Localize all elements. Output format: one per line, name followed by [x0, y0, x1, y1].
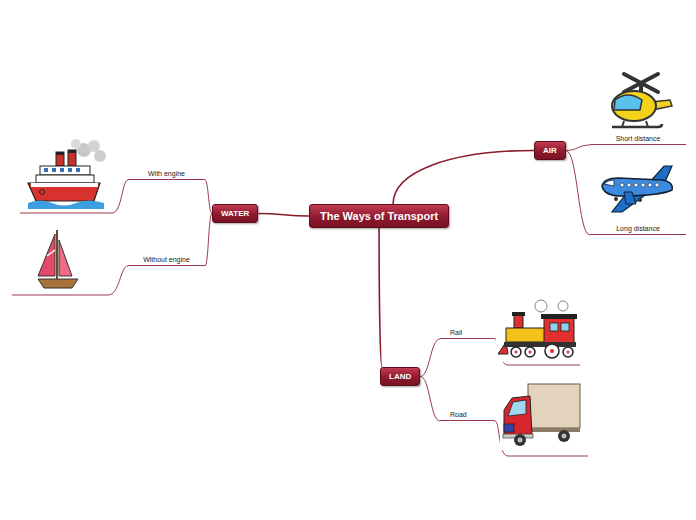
airplane-picture — [597, 157, 680, 222]
subtopic-label: Long distance — [590, 225, 686, 235]
train-picture — [496, 298, 579, 362]
central-topic: The Ways of Transport — [309, 204, 449, 228]
branch-line — [379, 228, 382, 367]
helicopter-picture — [597, 68, 680, 132]
subtopic-text: Road — [450, 411, 467, 418]
subtopic-text: Rail — [450, 329, 462, 336]
subtopic-text: Without engine — [143, 256, 190, 263]
subtopic-label: Road — [440, 411, 495, 421]
branch-line — [566, 151, 590, 236]
branch-line — [393, 151, 534, 205]
subtopic-text: Short distance — [616, 135, 661, 142]
subtopic-text: With engine — [148, 170, 185, 177]
truck-picture — [500, 380, 583, 450]
branch-line — [566, 145, 590, 151]
image-underlines — [12, 180, 588, 456]
topic-text: LAND — [389, 372, 411, 381]
subtopic-label: Without engine — [128, 256, 205, 266]
topic-text: WATER — [221, 209, 249, 218]
branch-line — [420, 377, 440, 422]
subtopic-label: Rail — [440, 329, 495, 339]
sailboat-picture — [16, 227, 99, 294]
topic-text: The Ways of Transport — [320, 210, 438, 222]
branch-line — [205, 214, 212, 267]
subtopic-label: Short distance — [590, 135, 686, 145]
branch-line — [420, 339, 440, 377]
branch-line — [258, 214, 309, 217]
main-topic: LAND — [380, 367, 420, 386]
branch-line — [205, 180, 212, 214]
subtopic-text: Long distance — [616, 225, 660, 232]
main-topic: AIR — [534, 141, 566, 160]
steamship-picture — [25, 135, 108, 212]
subtopic-label: With engine — [128, 170, 205, 180]
topic-text: AIR — [543, 146, 557, 155]
main-topic: WATER — [212, 204, 258, 223]
